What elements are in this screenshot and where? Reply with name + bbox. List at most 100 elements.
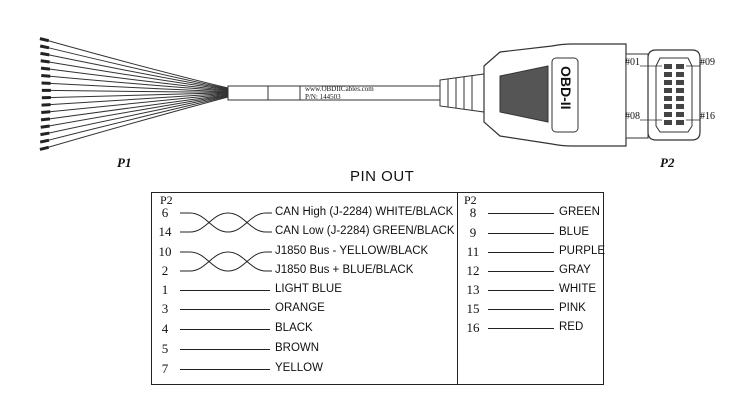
connector-pin (664, 88, 672, 93)
wire-tip (40, 51, 50, 57)
pin-number: 7 (161, 361, 169, 376)
connector-pins (664, 64, 684, 125)
connector-pin (664, 104, 672, 109)
wire-label: J1850 Bus + BLUE/BLACK (275, 264, 414, 276)
pinout-title: PIN OUT (350, 168, 415, 185)
wire-strand (45, 46, 229, 90)
wire-line (488, 328, 554, 329)
twisted-pair-lines (180, 212, 272, 272)
pin-number: 5 (161, 341, 169, 356)
wire-tip (39, 44, 50, 50)
wire-line (488, 271, 554, 272)
wire-label: BROWN (275, 342, 320, 354)
connector-pin (676, 80, 684, 85)
wire-strand (47, 89, 229, 93)
wire-tip (41, 103, 51, 107)
wire-label: BLUE (559, 226, 590, 238)
wire-strand (46, 53, 229, 90)
pin-number: 14 (158, 224, 172, 239)
cable-drawing (39, 37, 701, 151)
wire-label: BLACK (275, 322, 313, 334)
pin-01-label: #01 (625, 57, 640, 68)
wire-tip (40, 59, 50, 64)
pin-number: 3 (161, 301, 169, 316)
wire-tip (39, 145, 50, 151)
wire-tip (40, 131, 50, 137)
wire-tip (39, 138, 50, 144)
twisted-wire (180, 251, 272, 272)
pin-number: 4 (161, 321, 169, 336)
p2-label: P2 (660, 155, 675, 170)
strain-relief (439, 73, 485, 113)
pin-leader-lines (640, 65, 700, 121)
wire-strand (46, 61, 229, 91)
obd-connector-body (483, 43, 649, 147)
wire-tip (40, 124, 50, 129)
wire-label: ORANGE (275, 302, 325, 314)
pin-number: 8 (469, 205, 477, 220)
connector-pin (664, 64, 672, 69)
wire-label: CAN Low (J-2284) GREEN/BLACK (275, 225, 455, 237)
wire-label: GRAY (559, 264, 591, 276)
connector-pin (676, 72, 684, 77)
wire-strand (47, 82, 229, 93)
wire-label: WHITE (559, 283, 597, 295)
pin-08-label: #08 (625, 111, 640, 122)
pin-number: 10 (158, 244, 172, 259)
twisted-wire (180, 251, 272, 272)
connector-pin (676, 104, 684, 109)
wire-strand (46, 68, 229, 91)
pin-number: 1 (161, 282, 169, 297)
wire-label: PINK (559, 302, 586, 314)
right-p2-header: P2 (464, 193, 477, 207)
cable-print-url: www.OBDIICables.com (305, 85, 374, 93)
pin-number: 9 (469, 225, 477, 240)
wire-line (488, 290, 554, 291)
connector-pin (676, 112, 684, 117)
wire-strand (47, 92, 229, 106)
wire-label: GREEN (559, 206, 600, 218)
cable-print-part-number: P/N: 144503 (305, 93, 341, 101)
wire-strand (47, 92, 229, 99)
wire-line (180, 290, 270, 291)
wire-label: LIGHT BLUE (275, 283, 342, 295)
pin-number: 11 (466, 244, 480, 259)
wire-strand (46, 94, 229, 127)
connector-pin (664, 96, 672, 101)
wire-strand (46, 94, 229, 120)
wire-label: YELLOW (275, 362, 323, 374)
wire-line (488, 309, 554, 310)
wire-label: CAN High (J-2284) WHITE/BLACK (275, 206, 454, 218)
wire-strand (45, 39, 229, 89)
wire-strand (47, 93, 229, 113)
pin-number: 2 (161, 263, 169, 278)
wire-line (180, 369, 270, 370)
wire-tip (41, 96, 51, 100)
pin-16-label: #16 (700, 111, 715, 122)
p1-label: P1 (117, 155, 132, 170)
wire-label: RED (559, 321, 584, 333)
wire-strand (45, 95, 229, 142)
table-divider (457, 193, 458, 384)
wire-strand (45, 96, 229, 149)
pin-number: 13 (466, 282, 480, 297)
wire-tip (39, 37, 50, 43)
connector-pin (664, 112, 672, 117)
pin-09-label: #09 (700, 57, 715, 68)
obd-connector-face (647, 49, 701, 141)
connector-pin (664, 72, 672, 77)
wire-line (488, 233, 554, 234)
wire-tip (40, 66, 51, 71)
wire-strand (46, 95, 229, 135)
connector-pin (664, 120, 672, 125)
wire-line (488, 252, 554, 253)
wire-line (180, 349, 270, 350)
pin-number: 6 (161, 205, 169, 220)
wire-label: J1850 Bus - YELLOW/BLACK (275, 245, 429, 257)
wire-label: PURPLE (559, 245, 606, 257)
pin-number: 16 (466, 320, 480, 335)
left-p2-header: P2 (160, 193, 173, 207)
wire-fanout (39, 37, 229, 151)
obd-ii-label: OBD-II (558, 66, 574, 110)
